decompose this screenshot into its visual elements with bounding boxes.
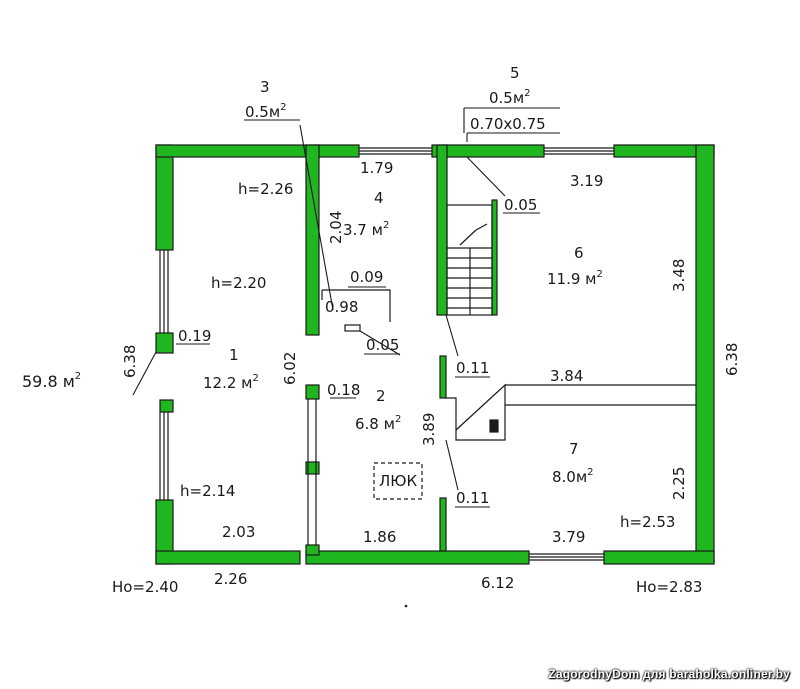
wall-int-3	[439, 497, 447, 552]
wall-int-pier3	[305, 544, 320, 556]
room-7-area: 8.0м2	[552, 467, 594, 486]
dim-2-04: 2.04	[327, 211, 345, 244]
dim-2-26: 2.26	[214, 570, 247, 588]
callout-3-number: 3	[260, 78, 270, 96]
wall-bottom-1	[155, 550, 301, 565]
hatch-box	[373, 462, 423, 500]
room-4-area: 3.7 м2	[343, 220, 389, 239]
dim-0-05-mid: 0.05	[366, 336, 399, 354]
dim-0-18: 0.18	[327, 381, 360, 399]
dim-2-25: 2.25	[670, 467, 688, 500]
room-1-area: 12.2 м2	[203, 373, 259, 392]
wall-left-pier	[159, 399, 174, 413]
ho-2-83: Ho=2.83	[636, 578, 702, 596]
wall-stair-2	[491, 199, 498, 316]
dim-1-79: 1.79	[360, 159, 393, 177]
callout-5-number: 5	[510, 64, 520, 82]
wall-bottom-3	[603, 550, 715, 565]
dim-0-98: 0.98	[325, 298, 358, 316]
leaders	[132, 107, 560, 508]
room-6-number: 6	[574, 244, 584, 262]
dim-0-11-lower: 0.11	[456, 489, 489, 507]
room-2-area: 6.8 м2	[355, 414, 401, 433]
room-7-number: 7	[569, 440, 579, 458]
wall-right	[695, 144, 715, 564]
watermark: ZagorodnyDom для baraholka.onliner.by	[548, 667, 790, 681]
dim-0-09: 0.09	[350, 268, 383, 286]
scan-dot	[404, 604, 408, 608]
hatch-label: ЛЮК	[379, 472, 417, 490]
dim-6-38-right: 6.38	[723, 343, 741, 376]
dim-3-79: 3.79	[552, 528, 585, 546]
callout-5-area: 0.5м2	[489, 88, 531, 107]
wall-left-mid	[155, 332, 174, 354]
partition-098	[322, 289, 391, 322]
wall-bottom-2	[305, 550, 530, 565]
dim-6-38-left: 6.38	[121, 345, 139, 378]
height-2-26: h=2.26	[238, 180, 293, 198]
height-2-20: h=2.20	[211, 274, 266, 292]
height-2-53: h=2.53	[620, 513, 675, 531]
dim-6-12: 6.12	[481, 574, 514, 592]
wall-int-pier	[305, 384, 320, 400]
height-2-14: h=2.14	[180, 482, 235, 500]
dim-0-11-upper: 0.11	[456, 359, 489, 377]
callout-5-size: 0.70x0.75	[470, 115, 546, 133]
wall-stair-1	[436, 144, 448, 316]
dim-3-84: 3.84	[550, 367, 583, 385]
room-4-number: 4	[374, 189, 384, 207]
room-2-number: 2	[376, 387, 386, 405]
dim-3-19: 3.19	[570, 172, 603, 190]
dim-2-03: 2.03	[222, 523, 255, 541]
room-6-area: 11.9 м2	[547, 269, 603, 288]
dim-1-86: 1.86	[363, 528, 396, 546]
dim-3-89: 3.89	[420, 413, 438, 446]
dim-0-05-top: 0.05	[504, 196, 537, 214]
dim-3-48: 3.48	[670, 259, 688, 292]
wall-int-2	[439, 355, 447, 399]
closet-stair	[446, 383, 506, 441]
walls	[155, 144, 715, 565]
dim-6-02: 6.02	[281, 352, 299, 385]
wall-int-1	[305, 144, 320, 336]
total-area: 59.8 м2	[22, 371, 81, 391]
room-1-number: 1	[229, 346, 239, 364]
wall-top-1	[155, 144, 360, 158]
callout-3-area: 0.5м2	[245, 102, 287, 121]
thin-lines	[159, 147, 696, 561]
wall-left-top	[155, 144, 174, 251]
dim-0-19: 0.19	[178, 327, 211, 345]
ho-2-40: Ho=2.40	[112, 578, 178, 596]
wall-top-2	[431, 144, 545, 158]
